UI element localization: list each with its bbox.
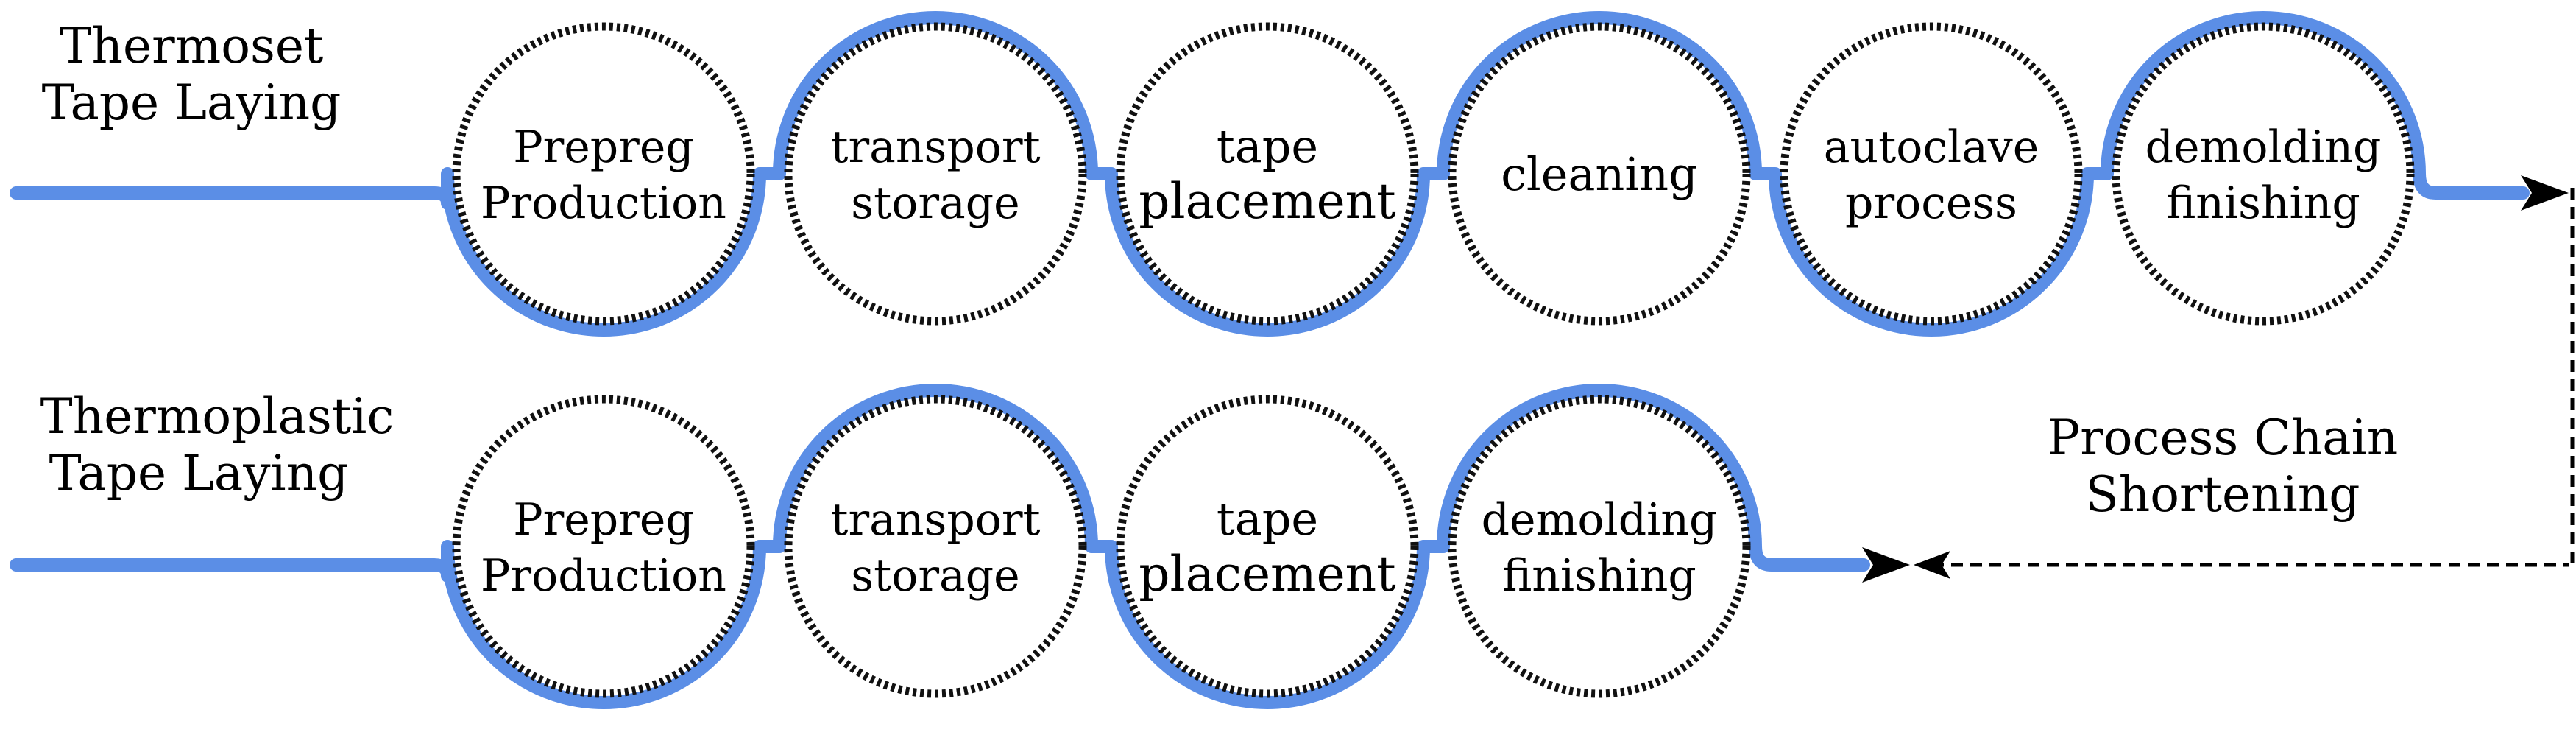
step-circle-thermoset-6 (2112, 22, 2415, 326)
flow-line-thermoset (10, 11, 2530, 337)
shortening-arrow-head-left (1914, 551, 1950, 579)
shortening-label-line-1: Process Chain (2048, 409, 2398, 466)
step-label-thermoset-6-line-1: demolding (2145, 122, 2382, 173)
step-circle-thermoset-3 (1116, 22, 1419, 326)
row-label-thermoset: Thermoset Tape Laying (42, 18, 342, 131)
step-label-thermoplastic-2-line-1: transport (830, 494, 1040, 546)
step-label-thermoplastic-1-line-1: Prepreg (513, 494, 694, 546)
step-label-thermoplastic-3-line-2: placement (1139, 546, 1395, 602)
step-label-thermoset-2-line-2: storage (851, 177, 1019, 229)
shortening-label-line-2: Shortening (2086, 466, 2360, 523)
row-label-thermoplastic: Thermoplastic Tape Laying (40, 388, 394, 502)
shortening-label: Process Chain Shortening (2048, 409, 2398, 523)
step-circle-thermoset-4 (1448, 22, 1751, 326)
step-label-thermoset-3-line-2: placement (1139, 173, 1395, 230)
step-label-thermoset-1-line-2: Production (481, 177, 726, 229)
step-label-thermoplastic-4-line-1: demolding (1482, 494, 1718, 546)
step-label-thermoplastic-1-line-2: Production (481, 550, 726, 602)
row-label-thermoplastic-line-2: Tape Laying (49, 445, 349, 502)
step-label-thermoset-4-line-1: cleaning (1501, 147, 1698, 201)
step-label-thermoplastic-4-line-2: finishing (1502, 550, 1696, 602)
row-label-thermoset-line-2: Tape Laying (42, 74, 342, 131)
step-circle-thermoset-2 (784, 22, 1087, 326)
step-label-thermoplastic-3-line-1: tape (1217, 492, 1318, 546)
step-circle-thermoplastic-2 (784, 395, 1087, 698)
flow-arrow-head-thermoplastic (1862, 547, 1910, 583)
flow-arrow-head-thermoset (2521, 175, 2569, 211)
step-circle-thermoplastic-4 (1448, 395, 1751, 698)
row-label-thermoplastic-line-1: Thermoplastic (40, 388, 394, 445)
step-label-thermoset-5-line-1: autoclave (1824, 122, 2039, 173)
step-label-thermoset-3-line-1: tape (1217, 119, 1318, 173)
step-label-thermoset-6-line-2: finishing (2166, 177, 2360, 229)
step-label-thermoset-5-line-2: process (1845, 177, 2017, 229)
row-label-thermoset-line-1: Thermoset (60, 18, 324, 74)
step-circle-thermoplastic-3 (1116, 395, 1419, 698)
step-label-thermoplastic-2-line-2: storage (851, 550, 1019, 602)
flow-line-thermoplastic (10, 384, 1870, 709)
step-circle-thermoset-1 (452, 22, 755, 326)
step-circle-thermoset-5 (1780, 22, 2083, 326)
step-circle-thermoplastic-1 (452, 395, 755, 698)
step-label-thermoset-2-line-1: transport (830, 122, 1040, 173)
step-label-thermoset-1-line-1: Prepreg (513, 122, 694, 173)
